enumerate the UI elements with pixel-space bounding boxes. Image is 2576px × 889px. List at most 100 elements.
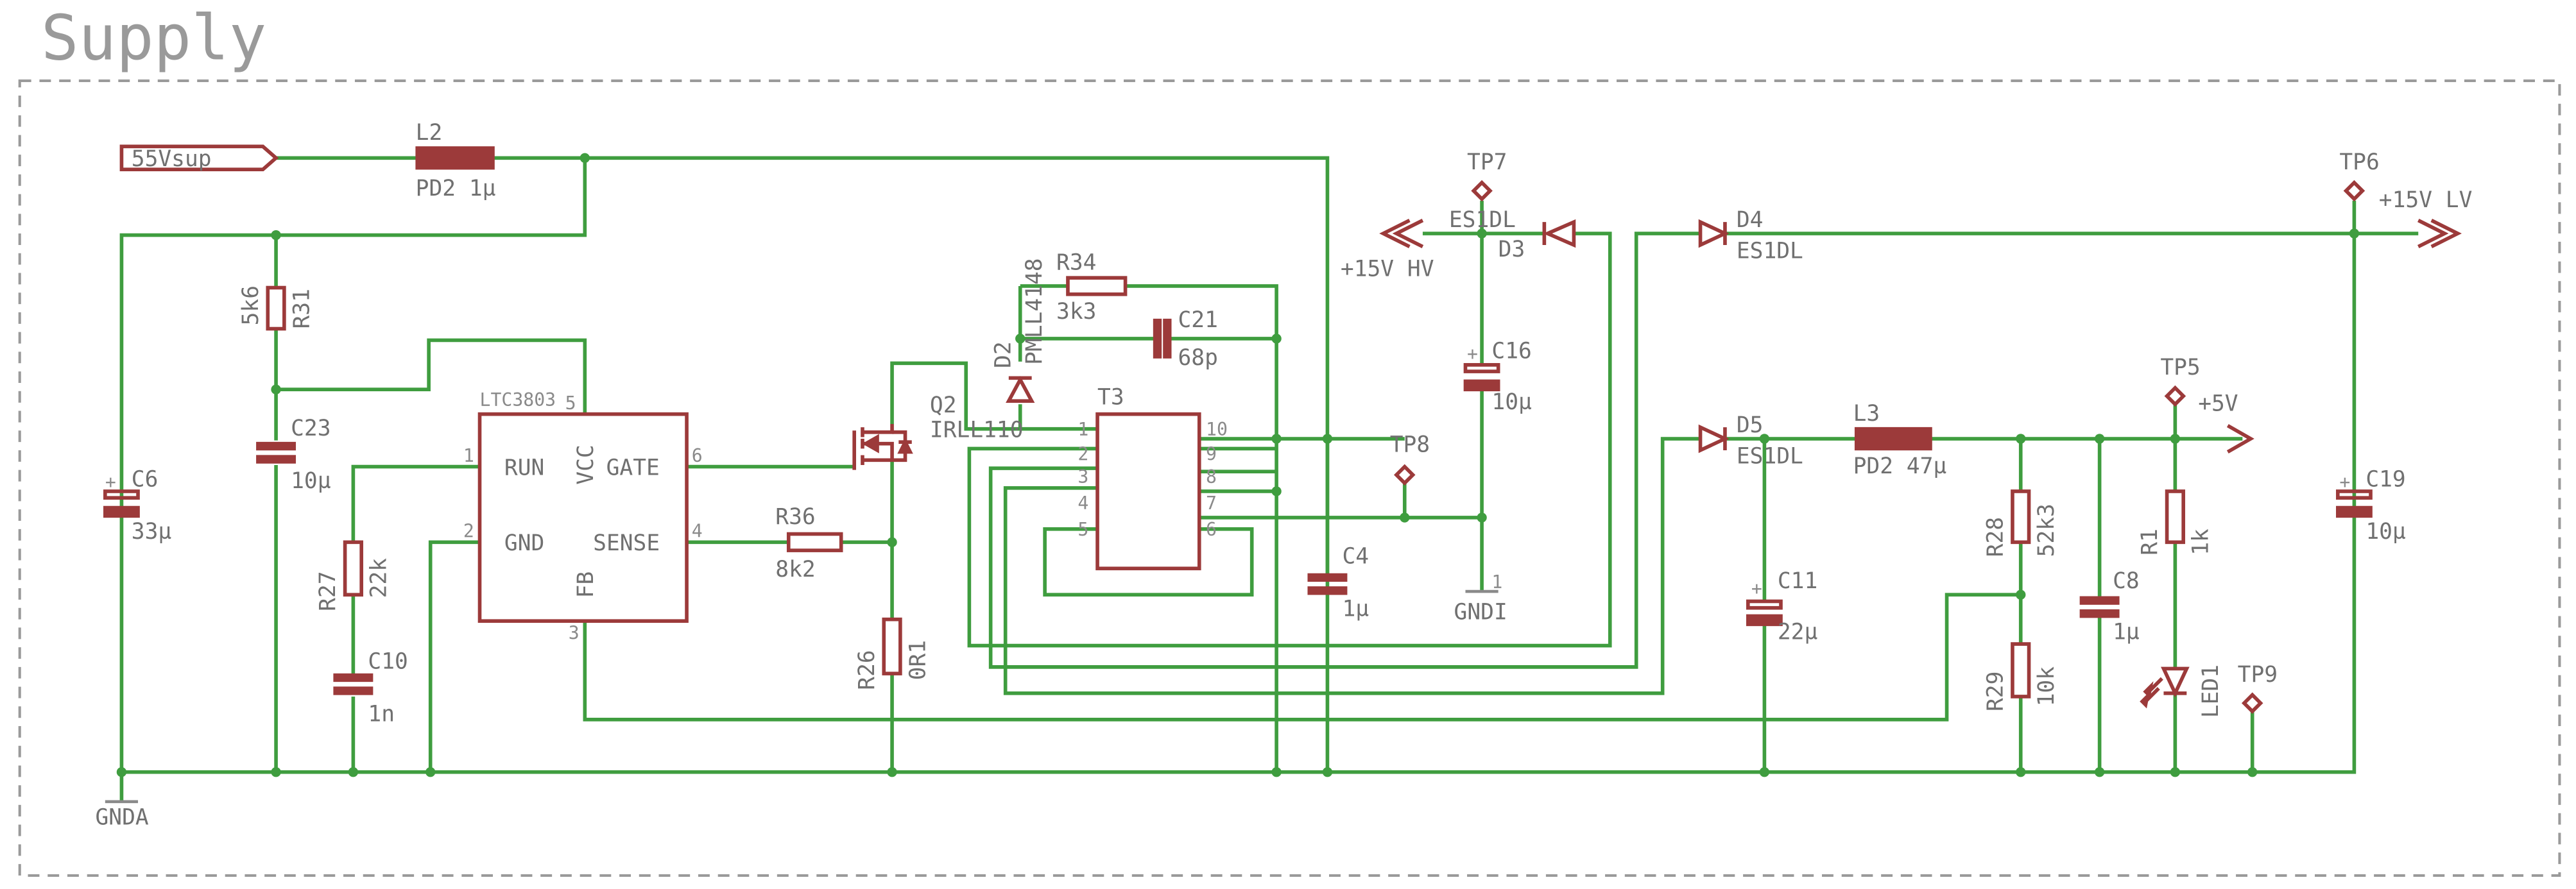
- svg-text:+: +: [105, 471, 116, 493]
- c8-name: C8: [2113, 568, 2140, 594]
- svg-text:TP8: TP8: [1390, 432, 1430, 458]
- svg-text:1: 1: [1078, 419, 1088, 440]
- c21-value: 68p: [1178, 345, 1217, 371]
- led1-name: LED1: [2198, 665, 2224, 718]
- r1-value: 1k: [2188, 529, 2214, 555]
- supply-5v[interactable]: +5V: [2198, 391, 2254, 453]
- resistor-r29[interactable]: R29 10k: [1983, 642, 2059, 711]
- net-label-55vsup[interactable]: 55Vsup: [119, 144, 279, 172]
- c4-name: C4: [1342, 544, 1369, 570]
- svg-text:+: +: [2339, 471, 2350, 493]
- diode-d4[interactable]: D4 ES1DL: [1698, 207, 1803, 264]
- r34-name: R34: [1056, 250, 1096, 275]
- capacitor-c19[interactable]: + C19 10µ: [2335, 466, 2406, 545]
- c11-name: C11: [1778, 568, 1817, 594]
- svg-text:TP6: TP6: [2339, 149, 2379, 175]
- r36-value: 8k2: [775, 557, 815, 582]
- d5-value: ES1DL: [1737, 443, 1803, 469]
- svg-text:TP9: TP9: [2238, 662, 2278, 688]
- diode-d2[interactable]: D2 PMLL4148: [990, 258, 1047, 403]
- c10-value: 1n: [368, 701, 395, 727]
- testpoint-tp9[interactable]: TP9: [2238, 662, 2278, 714]
- r28-value: 52k3: [2034, 504, 2059, 557]
- svg-text:RUN: RUN: [504, 455, 544, 480]
- svg-text:9: 9: [1206, 443, 1217, 464]
- svg-text:3: 3: [569, 622, 580, 643]
- r34-value: 3k3: [1056, 299, 1096, 325]
- testpoint-tp5[interactable]: TP5: [2160, 355, 2201, 407]
- resistor-r1[interactable]: R1 1k: [2137, 489, 2214, 555]
- c8-value: 1µ: [2113, 619, 2140, 645]
- r28-name: R28: [1983, 517, 2009, 557]
- c23-value: 10µ: [291, 468, 331, 494]
- sheet-frame: [18, 79, 2561, 877]
- junctions: [116, 153, 2360, 777]
- svg-text:GND: GND: [504, 530, 544, 556]
- svg-text:4: 4: [1078, 493, 1088, 514]
- resistor-r34[interactable]: R34 3k3: [1056, 250, 1128, 325]
- testpoint-tp6[interactable]: TP6: [2339, 149, 2380, 202]
- testpoint-tp8[interactable]: TP8: [1390, 432, 1430, 486]
- svg-text:+: +: [1751, 578, 1762, 599]
- d2-name: D2: [990, 341, 1016, 368]
- svg-text:6: 6: [692, 445, 703, 466]
- c16-name: C16: [1491, 339, 1531, 364]
- d3-value: ES1DL: [1449, 207, 1516, 233]
- supply-15v-hv[interactable]: +15V HV: [1341, 219, 1434, 282]
- c10-name: C10: [368, 648, 408, 674]
- testpoint-tp7[interactable]: TP7: [1467, 149, 1507, 202]
- capacitor-c10[interactable]: C10 1n: [333, 648, 408, 727]
- c4-value: 1µ: [1342, 597, 1369, 622]
- svg-text:5: 5: [1078, 519, 1088, 540]
- resistor-r36[interactable]: R36 8k2: [775, 504, 843, 582]
- svg-text:+5V: +5V: [2198, 391, 2238, 417]
- svg-text:TP7: TP7: [1467, 149, 1507, 175]
- mosfet-q2[interactable]: Q2 IRLL110: [852, 393, 1024, 470]
- capacitor-c11[interactable]: + C11 22µ: [1746, 568, 1817, 645]
- resistor-r26[interactable]: R26 0R1: [854, 617, 931, 690]
- led-led1[interactable]: LED1: [2140, 665, 2224, 718]
- svg-text:FB: FB: [573, 572, 599, 598]
- svg-text:+15V LV: +15V LV: [2379, 187, 2473, 213]
- diode-d5[interactable]: D5 ES1DL: [1698, 412, 1803, 470]
- diode-d3[interactable]: ES1DL D3: [1449, 207, 1576, 262]
- inductor-l2[interactable]: L2 PD2 1µ: [415, 120, 496, 201]
- r36-name: R36: [775, 504, 815, 530]
- capacitor-c21[interactable]: C21 68p: [1153, 307, 1218, 371]
- r27-name: R27: [315, 571, 341, 611]
- ground-gnda[interactable]: GNDA: [95, 800, 149, 831]
- sheet-title: Supply: [41, 2, 266, 74]
- svg-text:4: 4: [692, 521, 703, 542]
- ground-gndi[interactable]: 1 GNDI: [1454, 572, 1507, 625]
- svg-text:TP5: TP5: [2160, 355, 2200, 380]
- transformer-t3[interactable]: T3 1 2 3 4 5 6 7 8 9 10: [1078, 384, 1228, 571]
- r29-value: 10k: [2034, 666, 2059, 707]
- ic-ltc3803[interactable]: LTC3803 5 RUN VCC GATE GND SENSE FB 1 2 …: [463, 389, 703, 644]
- l2-value: PD2 1µ: [416, 176, 496, 201]
- svg-text:+15V HV: +15V HV: [1341, 257, 1434, 282]
- capacitor-c4[interactable]: C4 1µ: [1307, 544, 1369, 622]
- r31-name: R31: [289, 289, 314, 328]
- c21-name: C21: [1178, 307, 1217, 333]
- d5-name: D5: [1737, 412, 1764, 438]
- capacitor-c23[interactable]: C23 10µ: [256, 416, 331, 494]
- svg-text:VCC: VCC: [573, 444, 599, 484]
- inductor-l3[interactable]: L3 PD2 47µ: [1853, 401, 1947, 479]
- c11-value: 22µ: [1778, 619, 1817, 645]
- l3-value: PD2 47µ: [1853, 453, 1947, 479]
- svg-text:GNDA: GNDA: [95, 805, 148, 831]
- resistor-r27[interactable]: R27 22k: [315, 540, 392, 611]
- svg-text:2: 2: [1078, 443, 1088, 464]
- capacitor-c8[interactable]: C8 1µ: [2079, 568, 2140, 645]
- capacitor-c16[interactable]: + C16 10µ: [1463, 339, 1532, 415]
- resistor-r28[interactable]: R28 52k3: [1983, 489, 2059, 557]
- supply-15v-lv[interactable]: +15V LV: [2379, 187, 2473, 249]
- svg-text:1: 1: [463, 445, 474, 466]
- svg-text:55Vsup: 55Vsup: [132, 146, 212, 172]
- resistor-r31[interactable]: 5k6 R31: [238, 285, 314, 331]
- capacitor-c6[interactable]: + C6 33µ: [103, 466, 171, 545]
- svg-text:10: 10: [1206, 419, 1228, 440]
- c6-value: 33µ: [132, 519, 171, 545]
- t3-name: T3: [1097, 384, 1124, 410]
